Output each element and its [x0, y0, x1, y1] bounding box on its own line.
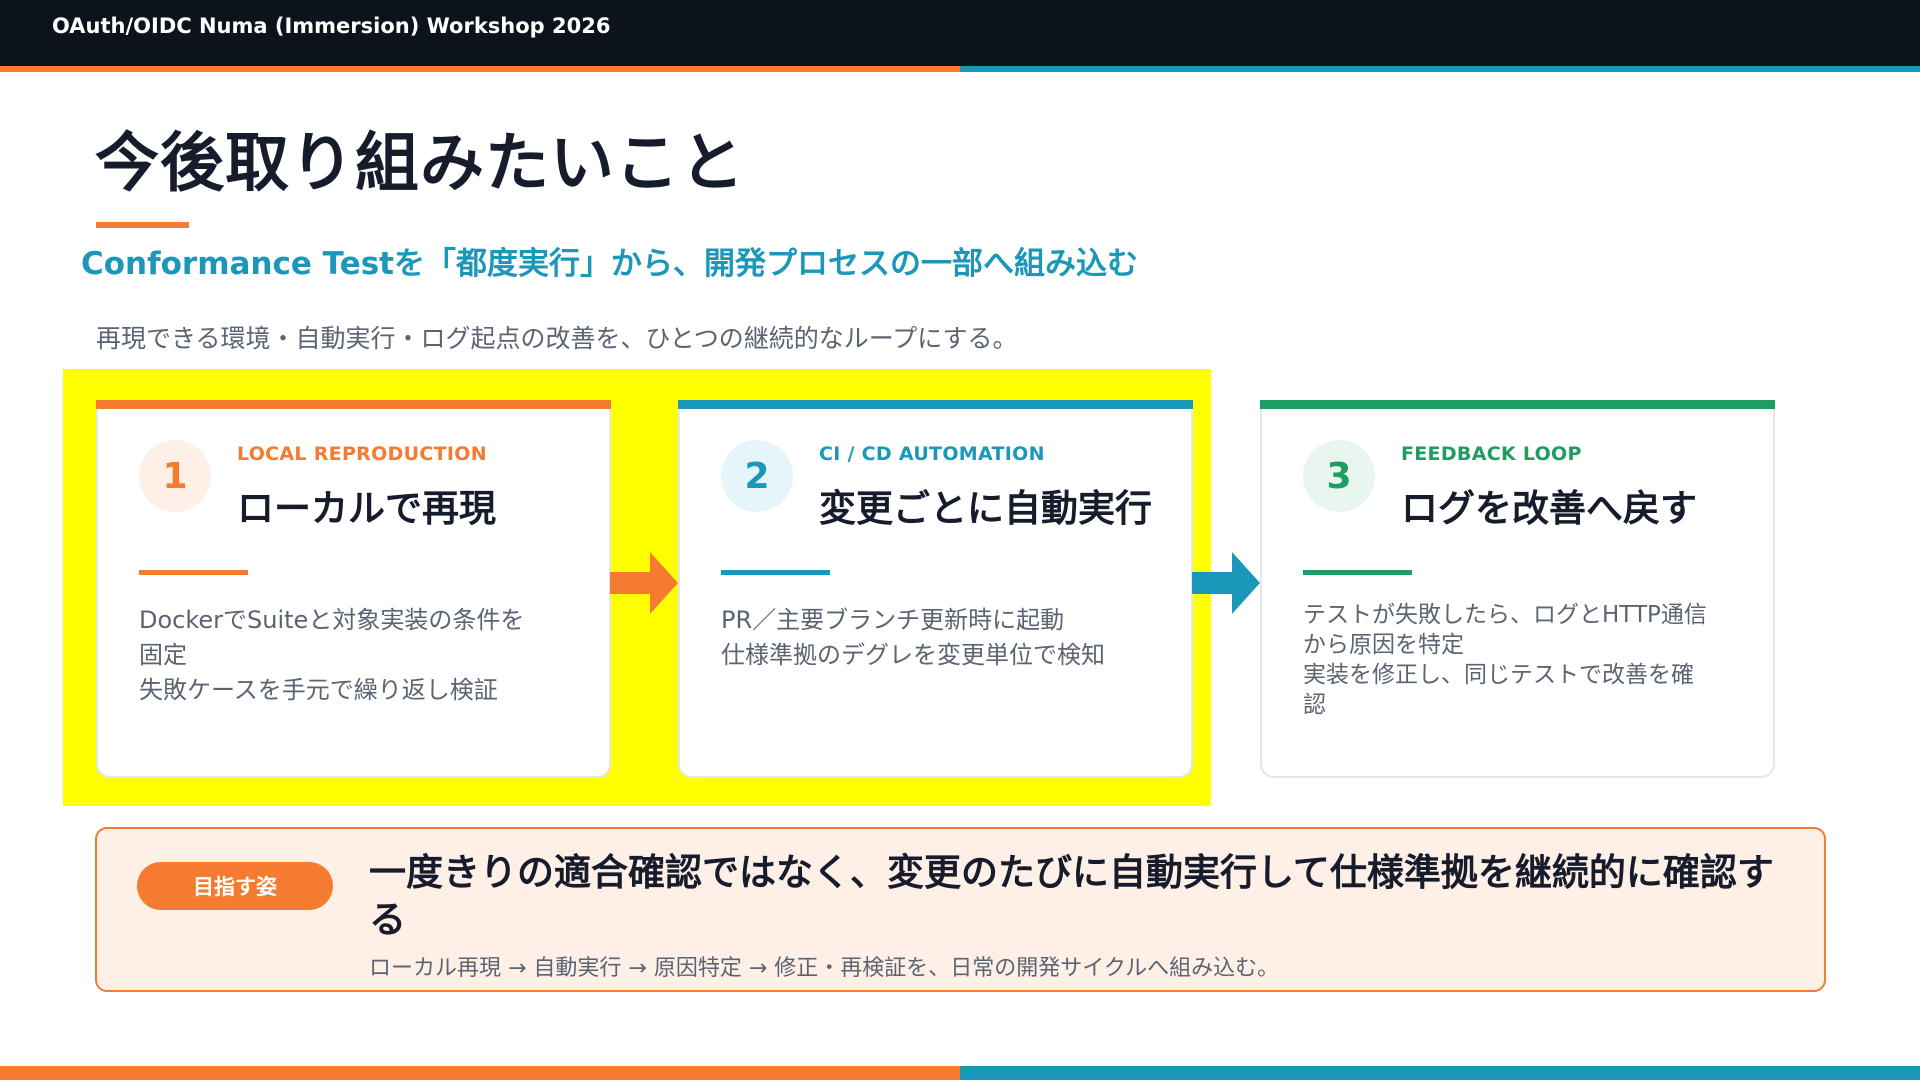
- step-title: ログを改善へ戻す: [1401, 487, 1697, 530]
- card-rule: [139, 570, 248, 575]
- step-number: 2: [721, 440, 793, 512]
- body-line: から原因を特定: [1303, 632, 1464, 658]
- step-kicker: FEEDBACK LOOP: [1401, 443, 1582, 465]
- step-body: PR／主要ブランチ更新時に起動 仕様準拠のデグレを変更単位で検知: [721, 603, 1141, 673]
- step-card-ci-cd-automation: 2 CI / CD AUTOMATION 変更ごとに自動実行 PR／主要ブランチ…: [678, 400, 1193, 778]
- header-accent-stripe: [0, 66, 1920, 72]
- body-line: 実装を修正し、同じテストで改善を確: [1303, 662, 1694, 688]
- card-top-line: [96, 400, 611, 409]
- card-top-line: [1260, 400, 1775, 409]
- subtitle: Conformance Testを「都度実行」から、開発プロセスの一部へ組み込む: [81, 246, 1138, 282]
- step-body: DockerでSuiteと対象実装の条件を 固定 失敗ケースを手元で繰り返し検証: [139, 603, 559, 708]
- body-line: DockerでSuiteと対象実装の条件を: [139, 606, 525, 634]
- step-number: 3: [1303, 440, 1375, 512]
- body-line: 失敗ケースを手元で繰り返し検証: [139, 676, 498, 704]
- lead-text: 再現できる環境・自動実行・ログ起点の改善を、ひとつの継続的なループにする。: [96, 324, 1018, 353]
- step-card-feedback-loop: 3 FEEDBACK LOOP ログを改善へ戻す テストが失敗したら、ログとHT…: [1260, 400, 1775, 778]
- workshop-title: OAuth/OIDC Numa (Immersion) Workshop 202…: [52, 14, 611, 38]
- header-bar: OAuth/OIDC Numa (Immersion) Workshop 202…: [0, 0, 1920, 66]
- title-accent-bar: [96, 222, 189, 228]
- card-rule: [1303, 570, 1412, 575]
- body-line: PR／主要ブランチ更新時に起動: [721, 606, 1065, 634]
- body-line: テストが失敗したら、ログとHTTP通信: [1303, 602, 1707, 628]
- page-title: 今後取り組みたいこと: [95, 127, 745, 201]
- body-line: 固定: [139, 641, 187, 669]
- card-rule: [721, 570, 830, 575]
- stripe-orange: [0, 1066, 960, 1080]
- step-card-local-reproduction: 1 LOCAL REPRODUCTION ローカルで再現 DockerでSuit…: [96, 400, 611, 778]
- right-arrow-icon: [610, 552, 678, 614]
- step-title: 変更ごとに自動実行: [819, 487, 1152, 530]
- step-title: ローカルで再現: [237, 487, 496, 530]
- goal-subtext: ローカル再現 → 自動実行 → 原因特定 → 修正・再検証を、日常の開発サイクル…: [369, 956, 1280, 981]
- stripe-orange: [0, 66, 960, 72]
- goal-statement: 一度きりの適合確認ではなく、変更のたびに自動実行して仕様準拠を継続的に確認する: [369, 851, 1774, 941]
- step-kicker: CI / CD AUTOMATION: [819, 443, 1045, 465]
- stripe-blue: [960, 66, 1920, 72]
- goal-badge: 目指す姿: [137, 862, 333, 910]
- card-top-line: [678, 400, 1193, 409]
- body-line: 仕様準拠のデグレを変更単位で検知: [721, 641, 1105, 669]
- goal-box: 目指す姿 一度きりの適合確認ではなく、変更のたびに自動実行して仕様準拠を継続的に…: [95, 827, 1826, 992]
- stripe-blue: [960, 1066, 1920, 1080]
- step-kicker: LOCAL REPRODUCTION: [237, 443, 487, 465]
- step-number: 1: [139, 440, 211, 512]
- right-arrow-icon: [1192, 552, 1260, 614]
- footer-accent-stripe: [0, 1066, 1920, 1080]
- body-line: 認: [1303, 692, 1326, 718]
- step-body: テストが失敗したら、ログとHTTP通信 から原因を特定 実装を修正し、同じテスト…: [1303, 600, 1733, 720]
